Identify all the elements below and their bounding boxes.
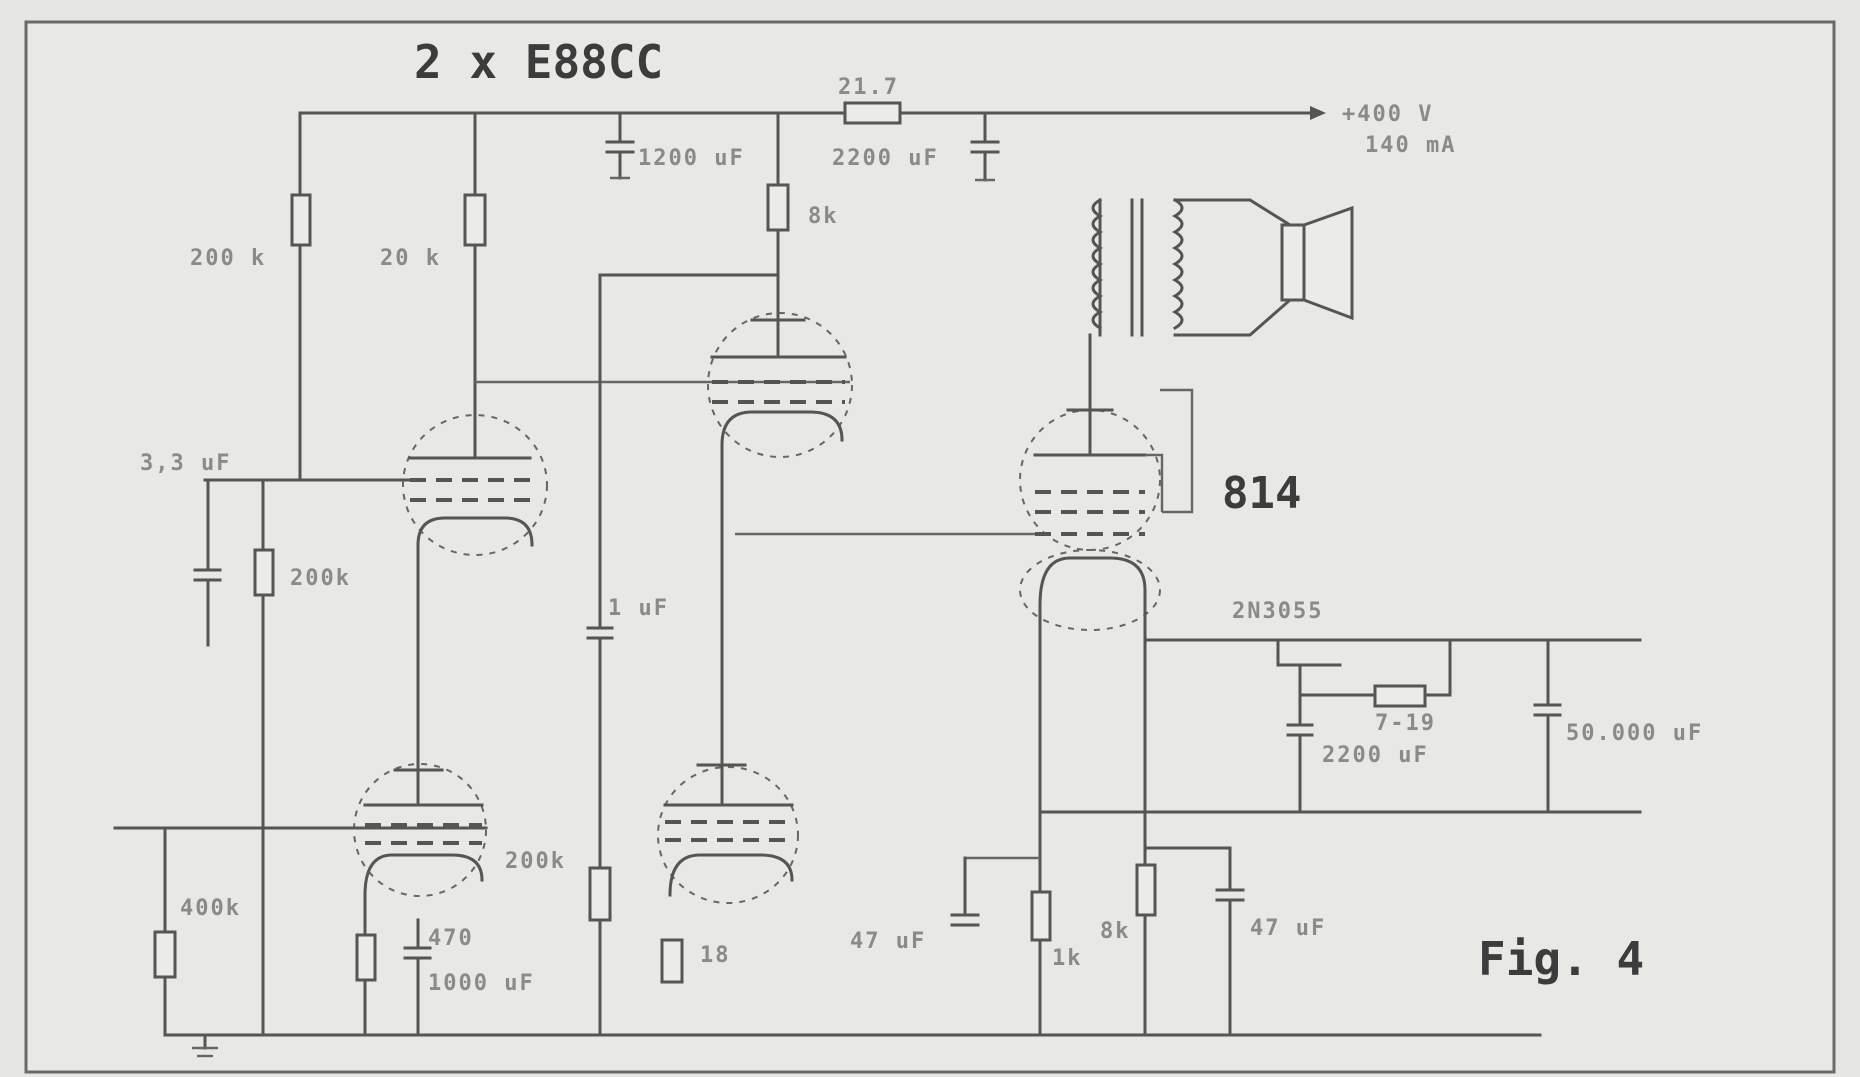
figure-label: Fig. 4 xyxy=(1478,932,1644,986)
supply-capacitor-2 xyxy=(970,111,1000,182)
anode-resistor-2 xyxy=(463,111,487,447)
supply-capacitor-1 xyxy=(605,111,635,180)
filter-capacitor xyxy=(1533,638,1562,814)
title-label: 2 x E88CC xyxy=(414,35,663,89)
output-resistor-1 xyxy=(1030,890,1052,942)
cathode-follower-resistor-label: 18 xyxy=(700,943,731,968)
supply-rail xyxy=(298,101,1326,125)
cathode-capacitor-tube-3-value: 1000 uF xyxy=(428,971,535,996)
coupling-capacitor-label: 1 uF xyxy=(608,596,669,621)
transistor-label: 2N3055 xyxy=(1232,599,1323,624)
emitter-capacitor-label: 2200 uF xyxy=(1322,743,1429,768)
input-capacitor xyxy=(193,478,222,647)
output-resistor-2-label: 8k xyxy=(1100,919,1131,944)
supply-capacitor-2-label: 2200 uF xyxy=(832,146,939,171)
cathode-capacitor-tube-3 xyxy=(403,918,432,1037)
output-cathode-capacitor-label: 47 uF xyxy=(850,929,926,954)
cathode-capacitor-tube-3-label: 470 xyxy=(428,926,474,951)
output-cathode-capacitor xyxy=(950,856,1040,927)
supply-current-label: 140 mA xyxy=(1365,133,1456,158)
anode-resistor-1-label: 200 k xyxy=(190,246,266,271)
supply-voltage-label: +400 V xyxy=(1342,102,1433,127)
tube-3-cathode-resistor-label: 200k xyxy=(505,849,566,874)
frame-border xyxy=(24,20,1836,1074)
anode-resistor-2-label: 20 k xyxy=(380,246,441,271)
output-capacitor-2-label: 47 uF xyxy=(1250,916,1326,941)
supply-capacitor-1-label: 1200 uF xyxy=(638,146,745,171)
speaker-icon xyxy=(1280,205,1354,321)
cathode-resistor-tube-3 xyxy=(355,933,377,1037)
filter-capacitor-label: 50.000 uF xyxy=(1566,721,1703,746)
anode-resistor-1 xyxy=(290,111,312,482)
cathode-follower-resistor xyxy=(660,938,684,984)
input-resistor-label: 200k xyxy=(290,566,351,591)
tube-2-triode xyxy=(707,298,853,782)
tube-label-814: 814 xyxy=(1222,468,1301,519)
output-resistor-2 xyxy=(1135,863,1157,917)
coupling-capacitor xyxy=(586,273,780,1037)
output-resistor-1-label: 1k xyxy=(1052,946,1083,971)
tube-4-triode xyxy=(657,758,799,904)
input-resistor xyxy=(253,478,275,1037)
anode-resistor-3-label: 8k xyxy=(808,204,839,229)
series-resistor-label: 21.7 xyxy=(838,75,899,100)
grid-resistor-bottom xyxy=(153,826,177,1037)
tube-814-tetrode xyxy=(1019,388,1194,1037)
input-capacitor-label: 3,3 uF xyxy=(140,451,231,476)
output-capacitor-2 xyxy=(1143,846,1245,1037)
emitter-network xyxy=(1276,638,1452,814)
emitter-resistor-label: 7-19 xyxy=(1375,711,1436,736)
tube-3-triode xyxy=(353,758,487,937)
grid-resistor-bottom-label: 400k xyxy=(180,896,241,921)
ground-rail xyxy=(163,1033,1542,1058)
anode-resistor-3 xyxy=(766,111,790,357)
tube-1-triode xyxy=(402,414,548,802)
